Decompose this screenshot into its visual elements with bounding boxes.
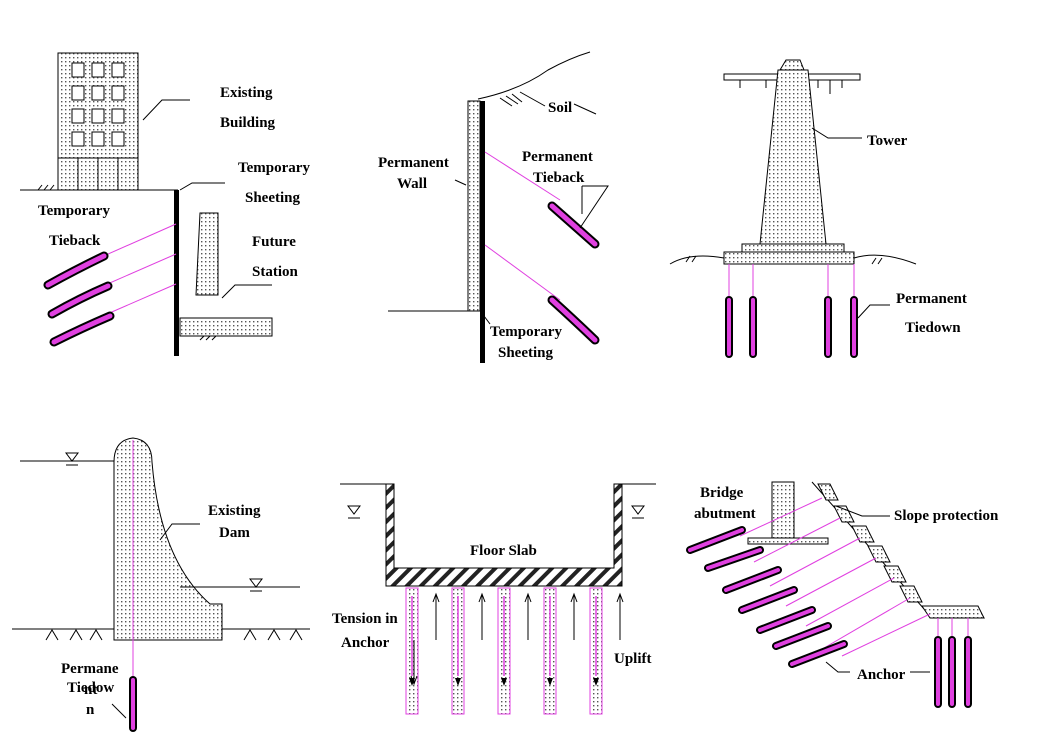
uplift-arrows	[432, 592, 624, 640]
label-future-station-2: Station	[252, 264, 299, 280]
label-temp-tieback-1: Temporary	[38, 203, 110, 219]
label-temp-sheeting-1: Temporary	[238, 160, 310, 176]
label-perm-wall-2: Wall	[397, 176, 427, 192]
label-dam-tiedown-overlap: nt	[84, 682, 97, 698]
label-temp-tieback-2: Tieback	[49, 233, 101, 249]
label-floor-slab: Floor Slab	[470, 543, 537, 559]
building-windows	[71, 62, 125, 147]
label-temp-sheeting-wall-2: Sheeting	[498, 345, 554, 361]
label-perm-tiedown-1: Permanent	[896, 291, 967, 307]
leader-existing-building	[142, 99, 190, 121]
label-temp-sheeting-2: Sheeting	[245, 190, 301, 206]
ground-tower	[669, 254, 917, 265]
label-temp-sheeting-wall-1: Temporary	[490, 324, 562, 340]
panel-tower: Tower Permanent Tiedown	[669, 59, 967, 358]
dam-foundation-hatch	[45, 629, 303, 641]
tower-pedestal	[741, 243, 845, 253]
permanent-tiedowns	[725, 264, 858, 358]
tower-footing	[723, 251, 855, 265]
label-tension-2: Anchor	[341, 635, 390, 651]
label-existing-1: Existing	[220, 85, 273, 101]
future-station-wall	[195, 212, 219, 296]
panel-floor-slab: Floor Slab Tension in Anchor Uplift	[332, 483, 656, 715]
label-dam-tiedown-2: Tiedow	[67, 680, 114, 696]
temporary-sheeting-2	[480, 101, 485, 363]
label-dam-tiedown-1: Permane	[61, 661, 119, 677]
building-base-lines	[58, 157, 138, 190]
panel-slope: Bridge abutment Slope protection Anchor	[686, 481, 999, 708]
label-uplift: Uplift	[614, 651, 652, 667]
slope-anchors	[686, 497, 972, 708]
floor-slab	[385, 483, 623, 587]
label-soil: Soil	[548, 100, 572, 116]
water-symbol-up	[65, 452, 79, 466]
label-bridge-2: abutment	[694, 506, 756, 522]
label-perm-tieback-2: Tieback	[533, 170, 585, 186]
label-existing-dam-2: Dam	[219, 525, 250, 541]
label-tension-1: Tension in	[332, 611, 398, 627]
temporary-sheeting	[174, 190, 179, 356]
slope-protection-blocks	[817, 483, 985, 619]
panel-existing-building: Existing Building Temporary Sheeting Tem…	[20, 52, 310, 356]
soil-surface	[477, 51, 591, 100]
label-future-station-1: Future	[252, 234, 296, 250]
label-dam-tiedown-3: n	[86, 702, 95, 718]
temporary-tieback-anchors	[43, 223, 177, 347]
label-anchor: Anchor	[857, 667, 906, 683]
label-perm-tiedown-2: Tiedown	[905, 320, 961, 336]
label-slope-protection: Slope protection	[894, 508, 999, 524]
label-bridge-1: Bridge	[700, 485, 744, 501]
bridge-abutment	[771, 481, 795, 539]
panel-permanent-wall: Soil Permanent Wall Permanent Tieback Te…	[378, 51, 609, 363]
label-existing-dam-1: Existing	[208, 503, 261, 519]
slab-anchors	[405, 587, 603, 715]
panel-existing-dam: Existing Dam Permane nt Tiedow n	[12, 437, 310, 732]
water-symbol-left	[347, 505, 361, 519]
existing-dam-body	[113, 437, 223, 641]
label-perm-tieback-1: Permanent	[522, 149, 593, 165]
label-tower: Tower	[867, 133, 908, 149]
label-perm-wall-1: Permanent	[378, 155, 449, 171]
permanent-wall	[467, 100, 481, 312]
tower-body	[759, 69, 827, 245]
label-existing-2: Building	[220, 115, 276, 131]
tension-arrow	[410, 640, 418, 686]
